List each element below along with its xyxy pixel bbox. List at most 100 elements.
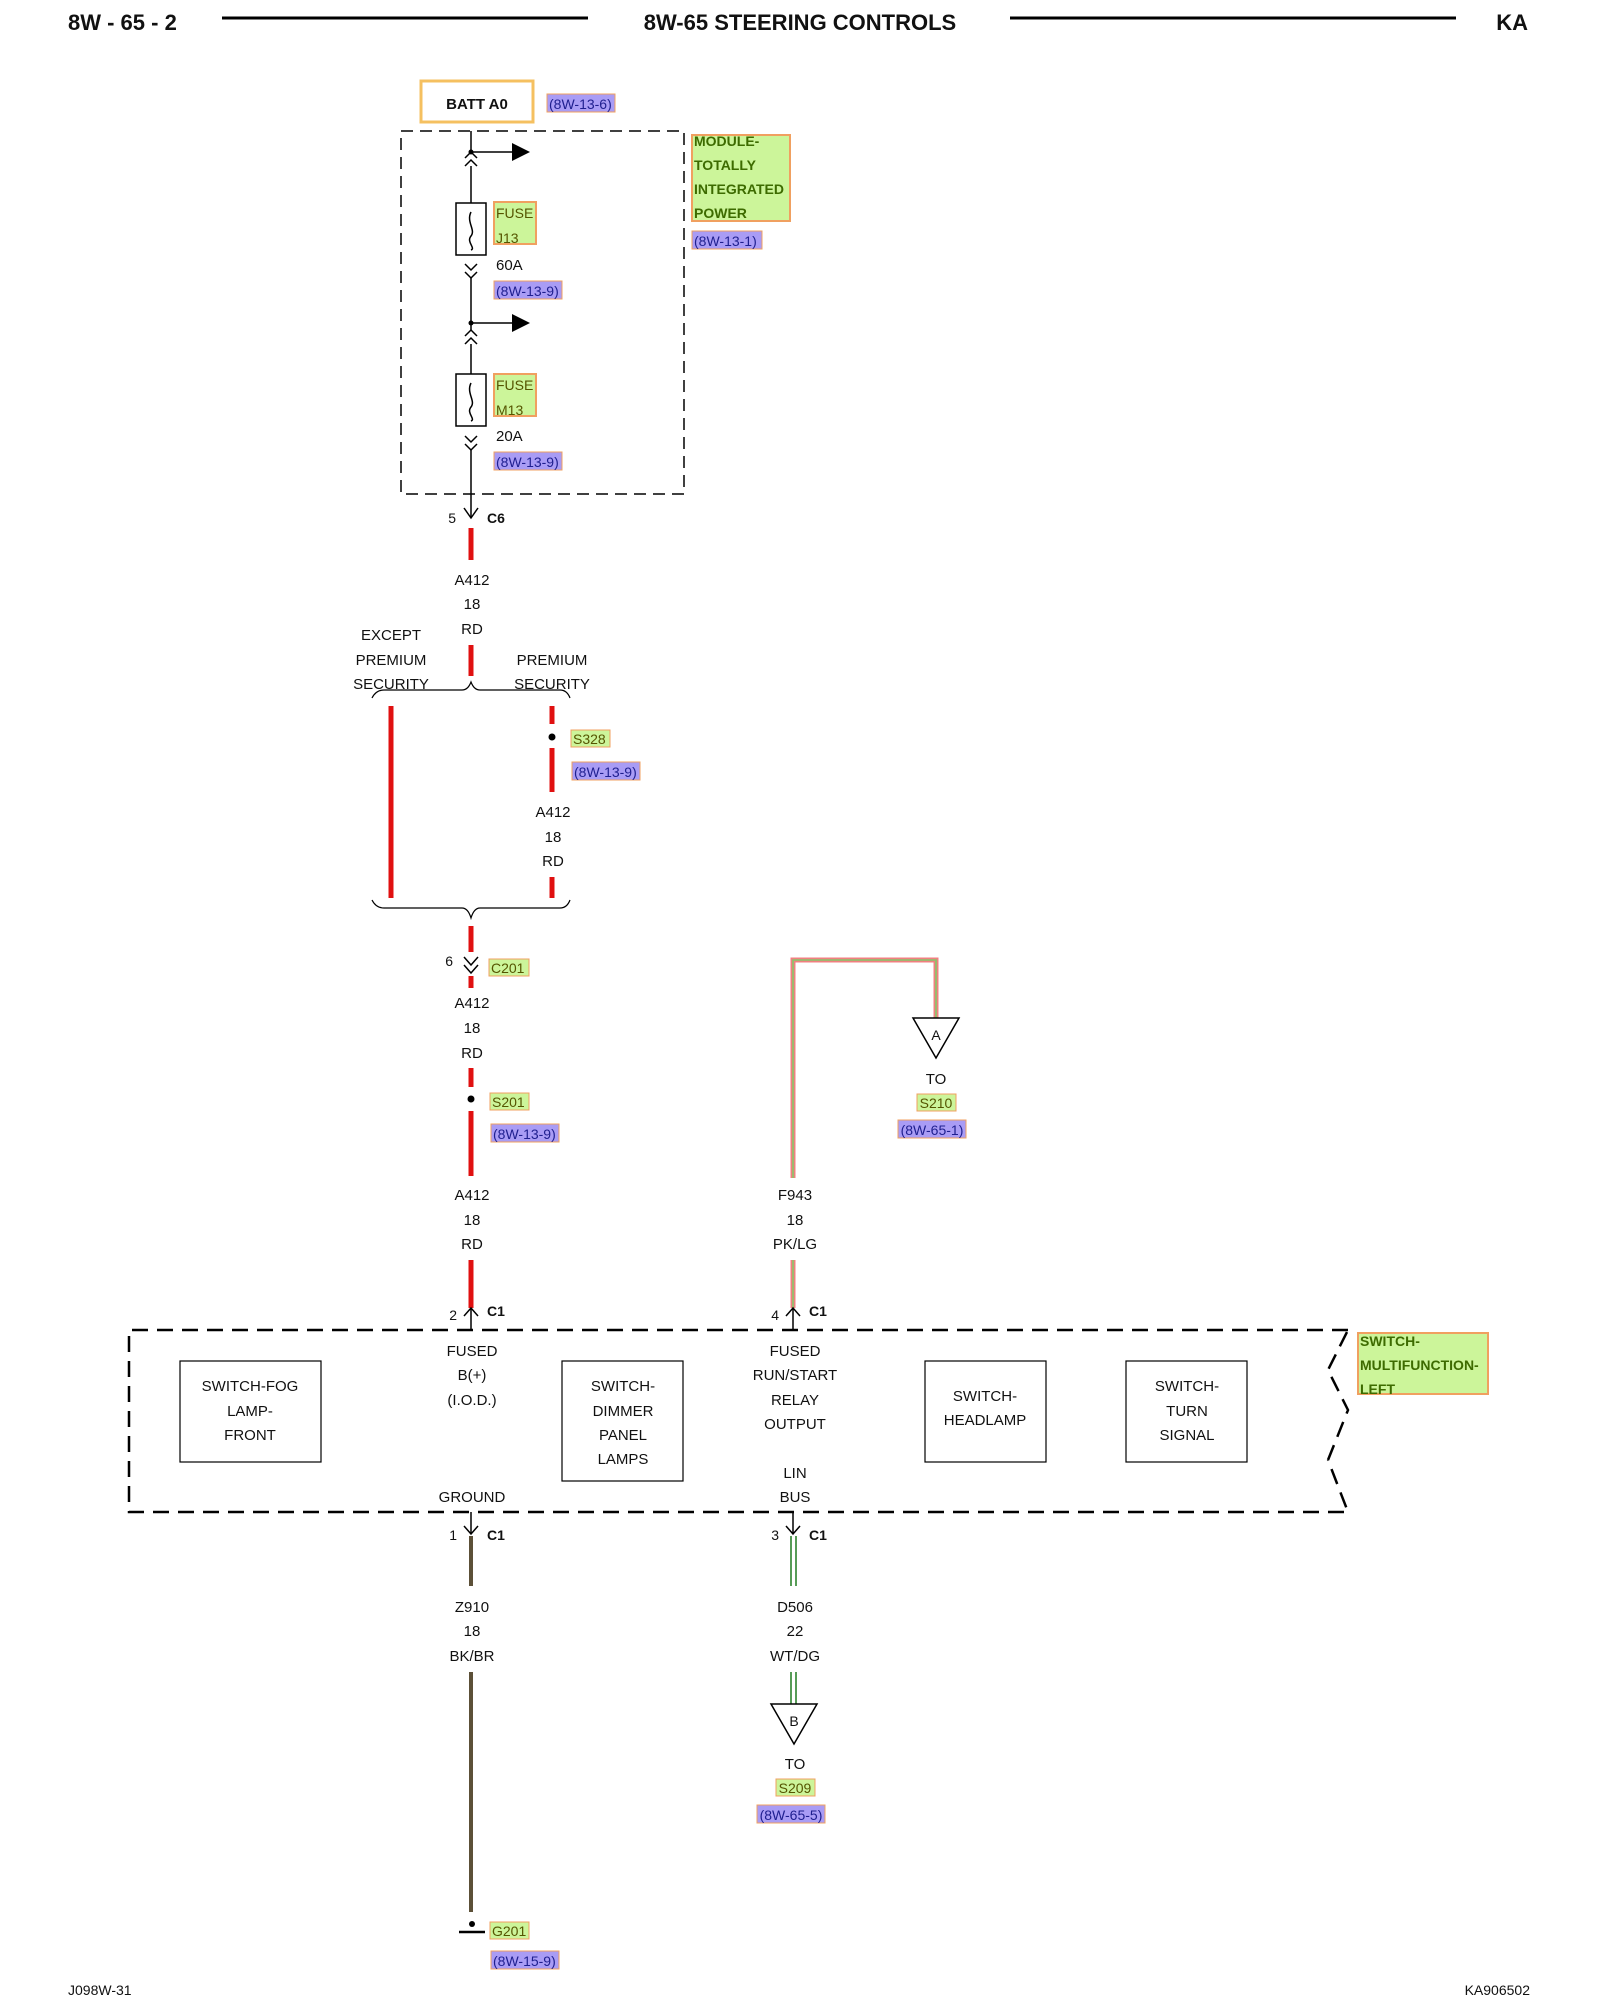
splice-s201-name[interactable]: S201 (492, 1094, 525, 1110)
module-name-highlight (691, 134, 791, 222)
c1-pin4-name: C1 (809, 1303, 827, 1319)
fused-bplus-line2: B(+) (458, 1367, 487, 1384)
ground-g201-name[interactable]: G201 (492, 1923, 526, 1939)
fuse-m13-symbol (455, 373, 487, 427)
batt-ref[interactable]: (8W-13-6) (549, 96, 612, 112)
offpage-a-triangle[interactable] (911, 1017, 961, 1060)
branch-split-brace (371, 680, 571, 699)
ground-g201-highlight (489, 1921, 530, 1940)
fuse-m13-element (468, 382, 474, 422)
branch-except-line1: EXCEPT (361, 627, 421, 644)
tipm-boundary (400, 130, 685, 495)
wire-f943-circuit: F943 (778, 1187, 812, 1204)
fused-bplus-line1: FUSED (447, 1343, 498, 1360)
wire-f943-gauge: 18 (787, 1212, 804, 1229)
ground-g201-ref[interactable]: (8W-15-9) (493, 1953, 556, 1969)
ground-g201-ref-highlight (490, 1950, 560, 1970)
c201-highlight (488, 958, 530, 977)
wire-d506-upper[interactable] (790, 1536, 797, 1586)
switch-fog-lamp-front-line3: FRONT (224, 1427, 276, 1444)
wire-f943[interactable] (790, 957, 939, 1178)
offpage-b-to: TO (785, 1756, 806, 1773)
wire-a412-mid-circuit: A412 (454, 995, 489, 1012)
wire-a412-mid-gauge: 18 (464, 1020, 481, 1037)
wire-a412-premium-color: RD (542, 853, 564, 870)
switch-turn-signal-line1: SWITCH- (1155, 1378, 1219, 1395)
switch-turn-signal-line2: TURN (1166, 1403, 1208, 1420)
fuse-j13-ref[interactable]: (8W-13-9) (496, 283, 559, 299)
c201-pin: 6 (445, 953, 453, 969)
wire-a412-top-circuit: A412 (454, 572, 489, 589)
fused-run-line2: RUN/START (753, 1367, 837, 1384)
fuse-m13-ref[interactable]: (8W-13-9) (496, 454, 559, 470)
splice-s328-ref-highlight (571, 761, 641, 781)
offpage-a-ref[interactable]: (8W-65-1) (901, 1122, 964, 1138)
switch-name-line2: MULTIFUNCTION- (1360, 1357, 1479, 1373)
wire-d506-lower[interactable] (790, 1672, 797, 1704)
branch-except-line2: PREMIUM (356, 652, 427, 669)
footer-left-code: J098W-31 (68, 1982, 132, 1998)
tipm-internal-circuit (464, 131, 478, 494)
offpage-a-name[interactable]: S210 (920, 1095, 953, 1111)
fuse-m13-highlight (493, 373, 537, 417)
splice-s201-ref[interactable]: (8W-13-9) (493, 1126, 556, 1142)
splice-s328-name[interactable]: S328 (573, 731, 606, 747)
splice-s201-ref-highlight (490, 1123, 560, 1143)
wire-a412-premium-circuit: A412 (535, 804, 570, 821)
offpage-b-name[interactable]: S209 (779, 1780, 812, 1796)
switch-name-line1: SWITCH- (1360, 1333, 1420, 1349)
module-ref-highlight (691, 230, 763, 250)
c6-name: C6 (487, 510, 505, 526)
wire-a412-top-color: RD (461, 621, 483, 638)
c1-pin2-name: C1 (487, 1303, 505, 1319)
switch-dimmer-line1: SWITCH- (591, 1378, 655, 1395)
switch-name-highlight (1357, 1332, 1489, 1395)
splice-s328-highlight (570, 729, 611, 748)
branch-except-line3: SECURITY (353, 676, 429, 693)
module-ref[interactable]: (8W-13-1) (694, 233, 757, 249)
wire-z910-gauge: 18 (464, 1623, 481, 1640)
switch-fog-lamp-front-line2: LAMP- (227, 1403, 273, 1420)
wire-d506-gauge: 22 (787, 1623, 804, 1640)
splice-s201-dot (467, 1095, 475, 1103)
branch-merge-brace (371, 899, 571, 921)
c1-pin1-pin: 1 (449, 1527, 457, 1543)
branch-premium-line2: SECURITY (514, 676, 590, 693)
switch-headlamp-line2: HEADLAMP (944, 1412, 1027, 1429)
offpage-b-ref[interactable]: (8W-65-5) (760, 1807, 823, 1823)
fuse-j13-id: J13 (496, 230, 519, 246)
module-name-line3: INTEGRATED (694, 181, 784, 197)
lin-bus-line2: BUS (780, 1489, 811, 1506)
fuse-m13-ref-highlight (493, 451, 563, 471)
c201-name[interactable]: C201 (491, 960, 525, 976)
wire-a412-bottom-circuit: A412 (454, 1187, 489, 1204)
wire-a412-bottom-color: RD (461, 1236, 483, 1253)
switch-dimmer-line2: DIMMER (593, 1403, 654, 1420)
offpage-b-ref-highlight (756, 1804, 826, 1824)
offpage-b-letter: B (789, 1713, 798, 1729)
lin-bus-line1: LIN (783, 1465, 806, 1482)
switch-name-line3: LEFT (1360, 1381, 1395, 1397)
fuse-j13-ref-highlight (493, 280, 563, 300)
c1-pin2-pin: 2 (449, 1307, 457, 1323)
batt-ref-highlight (546, 93, 616, 113)
c1-pin4-pin: 4 (771, 1307, 779, 1323)
wire-z910-color: BK/BR (449, 1648, 494, 1665)
fuse-j13-element (468, 211, 474, 251)
wire-a412-mid-color: RD (461, 1045, 483, 1062)
wire-a412-premium-gauge: 18 (545, 829, 562, 846)
switch-turn-signal-line3: SIGNAL (1159, 1427, 1214, 1444)
wire-a412-bottom-gauge: 18 (464, 1212, 481, 1229)
splice-s328-ref[interactable]: (8W-13-9) (574, 764, 637, 780)
wire-f943-color: PK/LG (773, 1236, 817, 1253)
branch-premium-line1: PREMIUM (517, 652, 588, 669)
fuse-j13-name: FUSE (496, 205, 533, 221)
wire-z910-circuit: Z910 (455, 1599, 489, 1616)
c201-connector-symbol-bottom (463, 964, 479, 975)
offpage-b-triangle[interactable] (769, 1703, 819, 1746)
switch-headlamp-box (924, 1360, 1047, 1463)
fuse-m13-rating: 20A (496, 428, 523, 445)
footer-right-code: KA906502 (1465, 1982, 1531, 1998)
c201-connector-symbol-top (463, 956, 479, 967)
